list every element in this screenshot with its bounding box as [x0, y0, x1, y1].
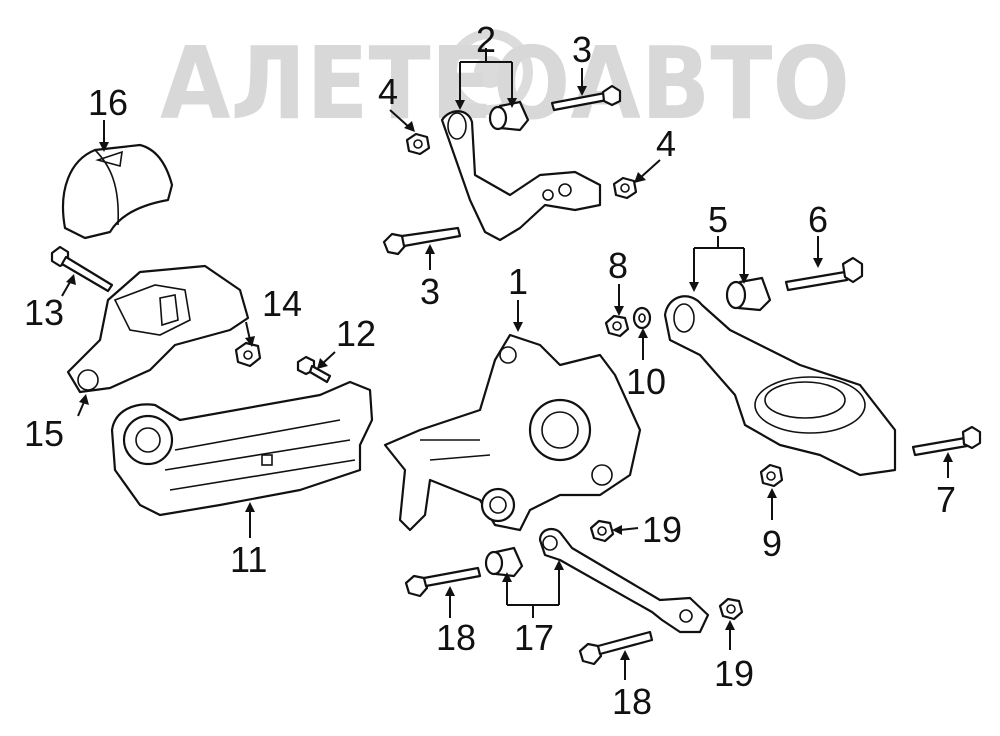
- part-1-knuckle: [383, 333, 642, 532]
- callout-12: 12: [336, 313, 376, 354]
- callout-6: 6: [808, 199, 828, 240]
- callout-7: 7: [936, 479, 956, 520]
- callout-2: 2: [476, 19, 496, 60]
- part-10-washer: [632, 306, 652, 330]
- callout-18-lower: 18: [612, 681, 652, 722]
- part-17-toe-link: [538, 527, 710, 634]
- callout-17: 17: [514, 617, 554, 658]
- part-5-bushing: [725, 276, 772, 312]
- part-8-nut: [604, 314, 630, 338]
- part-5-lower-arm: [663, 295, 897, 477]
- callout-1: 1: [508, 261, 528, 302]
- part-15-mount: [66, 264, 250, 394]
- callout-5: 5: [708, 199, 728, 240]
- leader-lines: [61, 48, 953, 680]
- part-16-cover: [61, 143, 174, 240]
- callout-19-lower: 19: [714, 653, 754, 694]
- part-6-bolt: [784, 256, 864, 292]
- callout-9: 9: [762, 523, 782, 564]
- callout-16: 16: [88, 82, 128, 123]
- part-18-bolt-upper: [404, 566, 482, 598]
- callout-14: 14: [262, 283, 302, 324]
- callout-19-upper: 19: [642, 509, 682, 550]
- callout-3-upper: 3: [572, 29, 592, 70]
- callout-3-lower: 3: [420, 271, 440, 312]
- callout-18-upper: 18: [436, 617, 476, 658]
- part-4-nut-right: [612, 176, 638, 200]
- callout-labels: 16 13 14 15 12 11 2 3 4 4 3 1 8 10 5 6 7…: [24, 19, 956, 722]
- part-19-nut-lower: [718, 597, 744, 621]
- part-3-bolt-lower: [382, 226, 462, 256]
- part-19-nut-upper: [589, 519, 615, 543]
- callout-15: 15: [24, 413, 64, 454]
- part-9-nut: [759, 463, 784, 488]
- part-12-bolt: [296, 355, 332, 384]
- part-18-bolt-lower: [578, 630, 654, 666]
- callout-8: 8: [608, 245, 628, 286]
- callout-4-left: 4: [378, 71, 398, 112]
- part-11-trailing-arm: [110, 380, 374, 517]
- gear-logo-icon: [447, 29, 533, 115]
- part-17-bushing: [484, 546, 524, 578]
- callout-11: 11: [230, 539, 267, 580]
- callout-13: 13: [24, 292, 64, 333]
- part-2-bushing: [488, 100, 530, 132]
- callout-4-right: 4: [656, 123, 676, 164]
- part-13-bolt: [50, 245, 114, 293]
- part-2-upper-arm: [440, 110, 602, 242]
- part-4-nut-left: [405, 132, 431, 156]
- part-14-nut: [234, 341, 262, 368]
- part-3-bolt-upper: [550, 84, 622, 112]
- part-7-bolt: [911, 425, 982, 457]
- callout-10: 10: [626, 361, 666, 402]
